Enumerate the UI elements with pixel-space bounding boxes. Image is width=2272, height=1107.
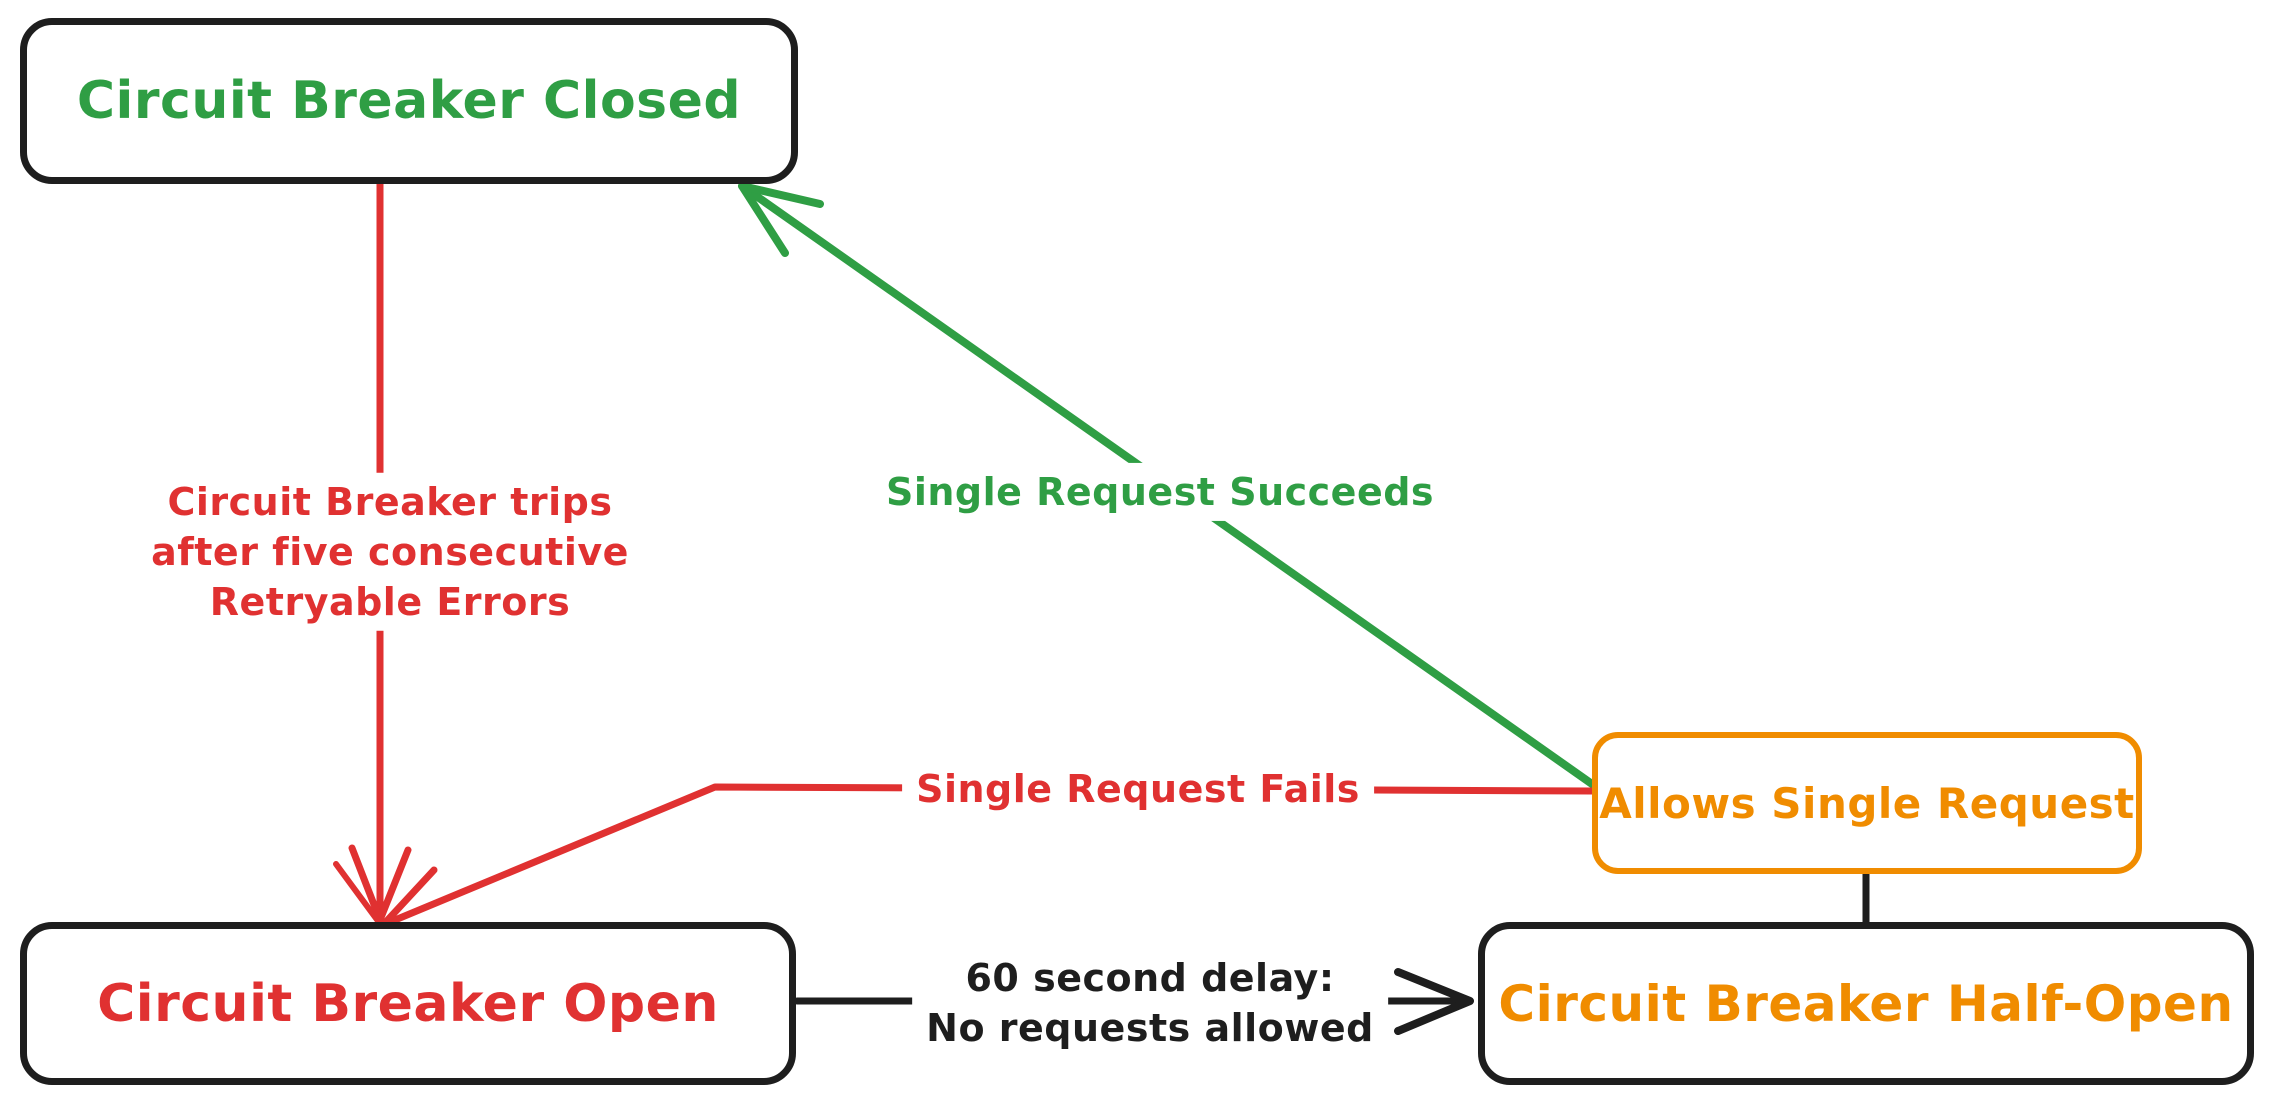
- edge-label-delay-line-2: No requests allowed: [926, 1006, 1374, 1050]
- node-circuit-breaker-closed-label: Circuit Breaker Closed: [76, 71, 742, 131]
- edge-label-circuit-breaker-trips: Circuit Breaker trips after five consecu…: [137, 472, 643, 632]
- edge-label-trip-line-3: Retryable Errors: [209, 580, 571, 625]
- edge-label-60-second-delay: 60 second delay: No requests allowed: [912, 948, 1388, 1058]
- node-circuit-breaker-closed: Circuit Breaker Closed: [20, 18, 798, 184]
- edge-label-trip-line-2: after five consecutive: [151, 529, 629, 574]
- edge-label-single-request-succeeds: Single Request Succeeds: [871, 462, 1449, 522]
- edge-delay-arrowhead: [1394, 968, 1474, 1035]
- edge-label-trip-line-1: Circuit Breaker trips: [167, 479, 613, 524]
- node-allows-single-request-label: Allows Single Request: [1599, 778, 2135, 828]
- node-circuit-breaker-open-label: Circuit Breaker Open: [97, 973, 719, 1034]
- node-circuit-breaker-open: Circuit Breaker Open: [20, 922, 796, 1085]
- edge-label-single-request-fails: Single Request Fails: [902, 759, 1374, 819]
- node-allows-single-request: Allows Single Request: [1592, 732, 2142, 874]
- node-circuit-breaker-half-open: Circuit Breaker Half-Open: [1478, 922, 2254, 1085]
- edge-trip-arrowhead-extra-stroke: [333, 861, 381, 924]
- edge-succeeds-arrowhead: [738, 182, 824, 257]
- node-circuit-breaker-half-open-label: Circuit Breaker Half-Open: [1498, 974, 2234, 1033]
- edge-label-delay-line-1: 60 second delay:: [965, 955, 1335, 1000]
